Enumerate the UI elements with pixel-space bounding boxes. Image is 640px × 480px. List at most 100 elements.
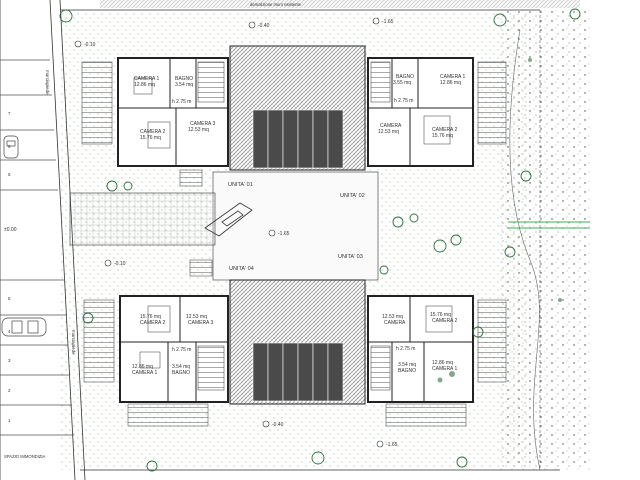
room-area: 12.53 mq [378, 129, 399, 135]
entry-stairs [189, 259, 213, 277]
room-area: 12.53 mq [188, 127, 209, 133]
level-top-left: -0.10 [84, 42, 96, 48]
room-label: CAMERA 2 [140, 320, 166, 326]
unit-label: UNITA' 03 [338, 254, 363, 260]
room-area: 15.76 mq [140, 314, 161, 320]
road-edge-left [49, 0, 76, 480]
room-label: CAMERA 2 [432, 318, 458, 324]
room-label: CAMERA 2 [140, 129, 166, 135]
unit-label: UNITA' 01 [228, 182, 253, 188]
room-height: h 2.75 m [172, 347, 191, 353]
car-icon [204, 202, 253, 237]
room-area: 12.53 mq [186, 314, 207, 320]
furniture [133, 77, 153, 95]
level-marker [74, 40, 82, 48]
road-label: marciapiede [45, 70, 50, 95]
room-area: 3.55 mq [393, 80, 411, 86]
car-icon [1, 317, 47, 337]
room-label: CAMERA [384, 320, 406, 326]
room-label: CAMERA 2 [432, 127, 458, 133]
room-label: BAGNO [172, 370, 190, 376]
spazio-label: SPAZIO IMMONDIZIA [4, 454, 46, 459]
room-label: CAMERA 1 [432, 366, 458, 372]
terrace-stairs [477, 61, 507, 145]
level-bottom-right: -1.65 [386, 442, 398, 448]
furniture [147, 305, 171, 333]
parking-number: 3 [8, 358, 11, 363]
road-label: marciapiede [71, 330, 76, 355]
green-boundary [508, 221, 590, 229]
parking-number: 1 [8, 418, 11, 423]
level-marker [376, 440, 384, 448]
room-height: h 2.75 m [394, 98, 413, 104]
level-marker [262, 420, 270, 428]
unit-bottom-right: 12.53 mq CAMERA 15.76 mq CAMERA 2 h 2.75… [367, 295, 474, 403]
entry-stairs [179, 169, 203, 187]
level-left-zero: ±0.00 [4, 227, 17, 233]
unit-bottom-left: 15.76 mq CAMERA 2 12.53 mq CAMERA 3 h 2.… [119, 295, 229, 403]
driveway [69, 192, 216, 246]
unit-label: UNITA' 02 [340, 193, 365, 199]
room-area: 3.54 mq [175, 82, 193, 88]
lower-stairs [127, 403, 209, 427]
terrain-area [500, 10, 590, 470]
room-area: 15.76 mq [432, 133, 453, 139]
parking-number: 5 [8, 296, 11, 301]
terrace-stairs [83, 299, 115, 383]
furniture [139, 351, 161, 369]
parking-number: 4 [8, 329, 11, 334]
unit-top-left: CAMERA 1 12.86 mq BAGNO 3.54 mq h 2.75 m… [117, 57, 229, 167]
room-label: BAGNO [175, 76, 193, 82]
room-label: BAGNO [398, 368, 416, 374]
room-area: 12.86 mq [440, 80, 461, 86]
solar-panels-bottom [252, 342, 344, 402]
room-label: CAMERA 3 [188, 320, 214, 326]
terrace-stairs [477, 299, 507, 383]
parking-number: 6 [8, 144, 11, 149]
parking-number: 5 [8, 172, 11, 177]
room-height: h 2.75 m [396, 346, 415, 352]
car-icon [3, 135, 19, 159]
shrub-icon [437, 58, 562, 383]
room-area: 12.53 mq [382, 314, 403, 320]
furniture [425, 305, 453, 333]
unit-top-right: BAGNO 3.55 mq CAMERA 1 12.86 mq h 2.75 m… [367, 57, 474, 167]
top-note: demolizione muro esistente [250, 2, 302, 7]
level-bottom-mid: -0.40 [272, 422, 284, 428]
solar-panels-top [252, 109, 344, 169]
stair [197, 345, 225, 391]
courtyard [212, 171, 379, 281]
furniture [147, 121, 171, 149]
room-area: 3.54 mq [398, 362, 416, 368]
stair [370, 345, 391, 391]
room-label: CAMERA 1 [440, 74, 466, 80]
furniture [423, 115, 451, 145]
existing-wall-hatch [100, 0, 580, 8]
room-area: 15.76 mq [140, 135, 161, 141]
level-center: -1.65 [278, 231, 290, 237]
stair [197, 61, 225, 103]
room-area: 3.54 mq [172, 364, 190, 370]
room-area: 12.86 mq [132, 364, 153, 370]
unit-label: UNITA' 04 [229, 266, 254, 272]
stair [370, 61, 391, 103]
level-top-right: -1.65 [382, 19, 394, 25]
tree-icon [59, 8, 581, 472]
level-marker [268, 229, 276, 237]
lower-stairs [385, 403, 467, 427]
room-label: CAMERA 1 [134, 76, 160, 82]
parking-number: 7 [8, 111, 11, 116]
room-label: CAMERA 1 [132, 370, 158, 376]
terrace-stairs [81, 61, 113, 145]
level-marker [372, 17, 380, 25]
room-label: CAMERA 3 [190, 121, 216, 127]
room-area: 12.86 mq [134, 82, 155, 88]
level-top-mid: -0.40 [258, 23, 270, 29]
room-area: 12.86 mq [432, 360, 453, 366]
room-height: h 2.75 m [172, 99, 191, 105]
room-label: BAGNO [396, 74, 414, 80]
room-label: CAMERA [380, 123, 402, 129]
parking-lines [0, 59, 74, 436]
level-mid-left: -0.10 [114, 261, 126, 267]
